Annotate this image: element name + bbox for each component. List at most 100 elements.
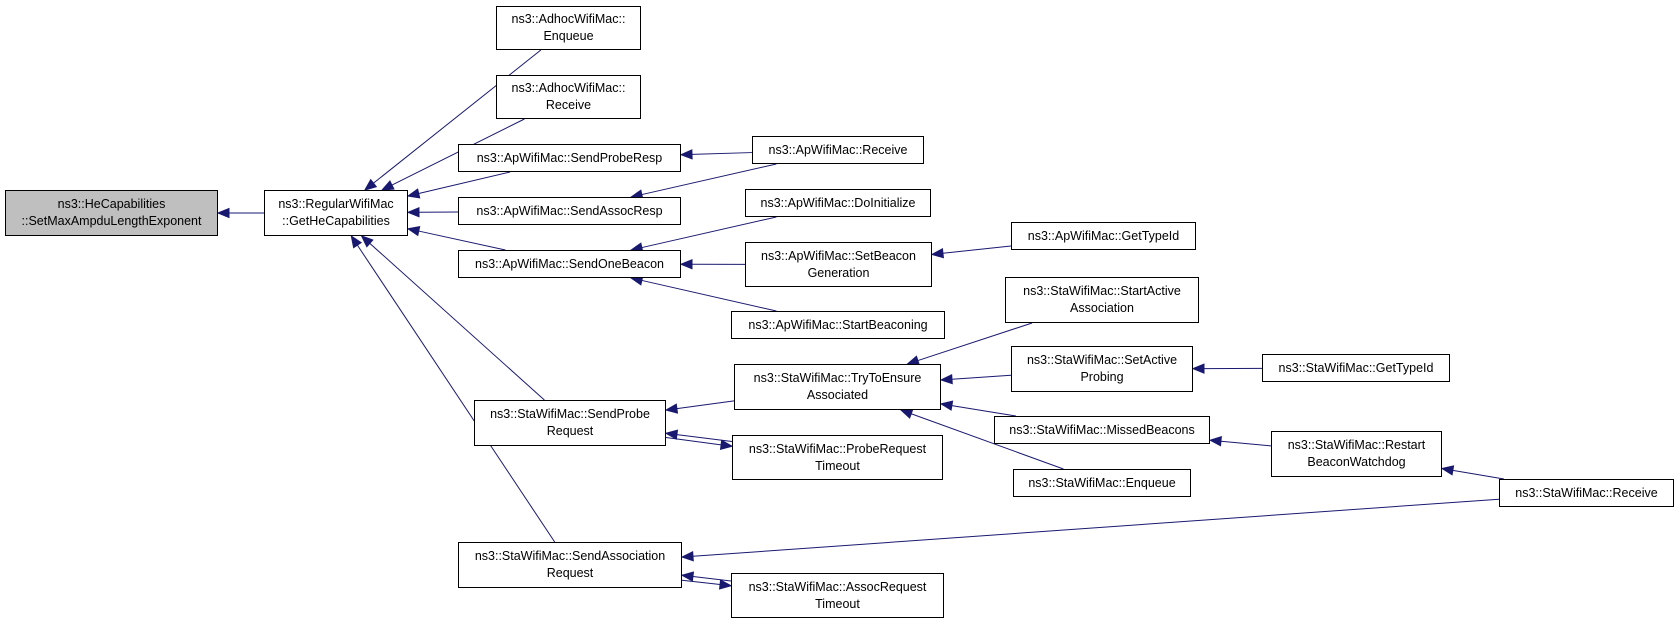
call-edge-ap_start_beaconing-to-ap_send_one_beacon — [641, 279, 777, 312]
call-edge-sta_missed_beacons-to-sta_try_to_ensure — [951, 405, 1016, 417]
node-sta-missed-beacons[interactable]: ns3::StaWifiMac::MissedBeacons — [994, 416, 1210, 444]
node-line: ns3::StaWifiMac::Restart — [1287, 438, 1426, 452]
call-edge-ap_do_initialize-to-ap_send_one_beacon — [641, 216, 777, 249]
call-edge-sta_probe_req_timeout-to-sta_send_probe_req — [676, 434, 733, 443]
node-line: ns3::HeCapabilities — [57, 197, 166, 211]
call-edge-sta_send_assoc_req-to-sta_assoc_req_timeout — [681, 579, 721, 586]
node-line: Associated — [806, 388, 869, 402]
node-ap-send-probe-resp[interactable]: ns3::ApWifiMac::SendProbeResp — [458, 144, 681, 172]
node-sta-start-active-association[interactable]: ns3::StaWifiMac::StartActive Association — [1005, 277, 1199, 323]
node-sta-receive[interactable]: ns3::StaWifiMac::Receive — [1499, 479, 1674, 507]
node-line: ns3::ApWifiMac::SendProbeResp — [476, 150, 663, 165]
arrowhead-ap_send_probe_resp-to-regular_get_he — [406, 188, 421, 199]
node-line: ns3::ApWifiMac::SendAssocResp — [476, 203, 663, 218]
node-line: Generation — [807, 265, 870, 280]
node-ap-do-initialize[interactable]: ns3::ApWifiMac::DoInitialize — [745, 189, 931, 217]
arrowhead-ap_send_one_beacon-to-regular_get_he — [406, 226, 421, 237]
arrowhead-sta_set_active_probing-to-sta_try_to_ensure — [939, 373, 953, 385]
node-line: ns3::ApWifiMac::StartBeaconing — [748, 317, 928, 332]
arrowhead-ap_get_type_id-to-ap_set_beacon_gen — [930, 247, 944, 259]
arrowhead-sta_send_assoc_req-to-sta_assoc_req_timeout — [718, 579, 733, 590]
call-edge-adhoc_enqueue-to-regular_get_he — [373, 49, 542, 184]
node-line: ns3::AdhocWifiMac:: — [511, 81, 626, 95]
node-line: ns3::StaWifiMac::SetActive — [1026, 353, 1178, 367]
node-sta-get-type-id[interactable]: ns3::StaWifiMac::GetTypeId — [1262, 354, 1450, 382]
call-edge-sta_start_active_assoc-to-sta_try_to_ensure — [917, 322, 1033, 362]
node-line: ::GetHeCapabilities — [282, 214, 390, 228]
node-line: Receive — [545, 98, 592, 112]
node-line: ns3::ApWifiMac::Receive — [768, 142, 908, 157]
call-edge-ap_receive-to-ap_send_probe_resp — [691, 152, 753, 155]
node-line: ns3::AdhocWifiMac:: — [511, 12, 626, 26]
node-sta-enqueue[interactable]: ns3::StaWifiMac::Enqueue — [1013, 469, 1191, 497]
arrowhead-sta_enqueue-to-sta_try_to_ensure — [899, 408, 914, 419]
node-regular-get-he[interactable]: ns3::RegularWifiMac ::GetHeCapabilities — [264, 190, 408, 236]
node-line: Timeout — [815, 458, 860, 473]
call-edge-ap_get_type_id-to-ap_set_beacon_gen — [942, 245, 1012, 254]
call-edge-sta_send_probe_req-to-sta_probe_req_timeout — [665, 437, 722, 446]
node-ap-start-beaconing[interactable]: ns3::ApWifiMac::StartBeaconing — [731, 311, 945, 339]
call-edge-sta_receive-to-sta_restart_watchdog — [1452, 469, 1505, 480]
call-edge-sta_receive-to-sta_send_assoc_req — [692, 498, 1500, 557]
node-line: ::SetMaxAmpduLengthExponent — [21, 214, 202, 228]
node-root: ns3::HeCapabilities ::SetMaxAmpduLengthE… — [5, 190, 218, 236]
arrowhead-sta_get_type_id-to-sta_set_active_probing — [1191, 363, 1205, 374]
arrowhead-sta_send_probe_req-to-sta_probe_req_timeout — [719, 439, 734, 450]
arrowhead-sta_receive-to-sta_restart_watchdog — [1440, 465, 1455, 476]
node-line: Probing — [1080, 370, 1124, 384]
node-ap-get-type-id[interactable]: ns3::ApWifiMac::GetTypeId — [1011, 222, 1196, 250]
arrowhead-sta_send_assoc_req-to-regular_get_he — [350, 234, 363, 249]
node-line: ns3::StaWifiMac::StartActive — [1023, 284, 1181, 298]
node-sta-send-probe-request[interactable]: ns3::StaWifiMac::SendProbe Request — [474, 400, 666, 446]
node-ap-set-beacon-generation[interactable]: ns3::ApWifiMac::SetBeacon Generation — [745, 242, 932, 287]
node-line: ns3::StaWifiMac::TryToEnsure — [753, 371, 922, 385]
arrowhead-adhoc_enqueue-to-regular_get_he — [363, 178, 378, 191]
node-sta-probe-request-timeout[interactable]: ns3::StaWifiMac::ProbeRequest Timeout — [732, 435, 943, 480]
arrowhead-sta_assoc_req_timeout-to-sta_send_assoc_req — [680, 571, 695, 582]
node-line: ns3::ApWifiMac::SetBeacon — [761, 248, 916, 263]
node-adhoc-receive[interactable]: ns3::AdhocWifiMac:: Receive — [496, 75, 641, 119]
node-line: Timeout — [815, 596, 860, 611]
node-line: ns3::StaWifiMac::ProbeRequest — [748, 441, 927, 456]
node-sta-restart-beacon-watchdog[interactable]: ns3::StaWifiMac::Restart BeaconWatchdog — [1271, 431, 1442, 477]
node-ap-send-one-beacon[interactable]: ns3::ApWifiMac::SendOneBeacon — [458, 250, 681, 278]
node-line: ns3::ApWifiMac::SendOneBeacon — [475, 256, 664, 271]
call-edge-sta_restart_watchdog-to-sta_missed_beacons — [1220, 440, 1272, 447]
arrowhead-adhoc_receive-to-regular_get_he — [380, 180, 395, 191]
node-sta-send-association-request[interactable]: ns3::StaWifiMac::SendAssociation Request — [458, 542, 682, 588]
node-line: ns3::StaWifiMac::SendAssociation — [474, 549, 666, 563]
node-line: ns3::ApWifiMac::GetTypeId — [1027, 228, 1180, 243]
node-sta-set-active-probing[interactable]: ns3::StaWifiMac::SetActive Probing — [1011, 346, 1193, 392]
node-line: ns3::StaWifiMac::Enqueue — [1028, 475, 1176, 490]
arrowhead-sta_restart_watchdog-to-sta_missed_beacons — [1208, 436, 1222, 447]
node-line: ns3::RegularWifiMac — [278, 197, 394, 211]
call-edge-sta_enqueue-to-sta_try_to_ensure — [911, 413, 1064, 470]
call-edge-sta_send_assoc_req-to-regular_get_he — [356, 244, 556, 543]
node-line: Request — [546, 424, 594, 438]
node-ap-send-assoc-resp[interactable]: ns3::ApWifiMac::SendAssocResp — [458, 197, 681, 225]
arrowhead-sta_missed_beacons-to-sta_try_to_ensure — [939, 400, 954, 411]
node-line: ns3::StaWifiMac::MissedBeacons — [1009, 422, 1195, 437]
arrowhead-sta_try_to_ensure-to-sta_send_probe_req — [664, 403, 679, 414]
call-edge-sta_send_probe_req-to-regular_get_he — [369, 242, 545, 401]
node-line: ns3::ApWifiMac::DoInitialize — [760, 195, 916, 210]
node-line: ns3::StaWifiMac::GetTypeId — [1278, 360, 1434, 375]
node-sta-assoc-request-timeout[interactable]: ns3::StaWifiMac::AssocRequest Timeout — [731, 573, 944, 618]
arrowhead-ap_send_assoc_resp-to-regular_get_he — [406, 207, 420, 218]
arrowhead-regular_get_he-to-root — [216, 207, 230, 219]
call-edge-ap_receive-to-ap_send_assoc_resp — [641, 163, 777, 196]
node-sta-try-to-ensure-associated[interactable]: ns3::StaWifiMac::TryToEnsure Associated — [734, 364, 941, 410]
call-edge-sta_assoc_req_timeout-to-sta_send_assoc_req — [692, 576, 732, 582]
arrowhead-ap_receive-to-ap_send_probe_resp — [679, 149, 693, 160]
node-line: ns3::StaWifiMac::SendProbe — [490, 407, 650, 421]
node-ap-receive[interactable]: ns3::ApWifiMac::Receive — [752, 136, 924, 164]
arrowhead-sta_receive-to-sta_send_assoc_req — [680, 551, 694, 562]
node-line: Enqueue — [543, 29, 594, 43]
node-line: BeaconWatchdog — [1307, 455, 1406, 469]
call-edge-sta_try_to_ensure-to-sta_send_probe_req — [676, 400, 735, 410]
node-adhoc-enqueue[interactable]: ns3::AdhocWifiMac:: Enqueue — [496, 6, 641, 50]
call-edge-sta_set_active_probing-to-sta_try_to_ensure — [951, 374, 1012, 380]
call-edge-ap_send_probe_resp-to-regular_get_he — [418, 171, 511, 195]
